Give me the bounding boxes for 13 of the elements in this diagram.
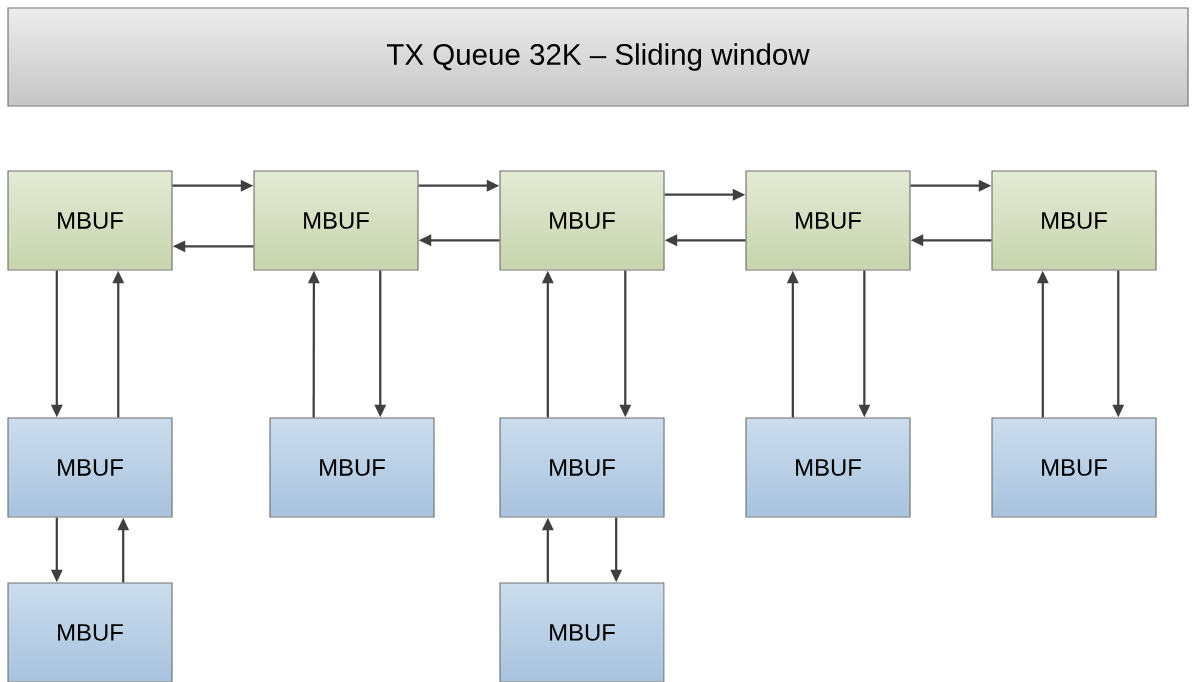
buffer-box: MBUF xyxy=(745,417,911,518)
buffer-box: MBUF xyxy=(269,417,435,518)
buffer-box: MBUF xyxy=(499,417,665,518)
buffer-box: MBUF xyxy=(7,417,173,518)
buffer-box: MBUF xyxy=(745,170,911,271)
title-banner: TX Queue 32K – Sliding window xyxy=(7,7,1189,107)
buffer-box: MBUF xyxy=(7,582,173,682)
buffer-box: MBUF xyxy=(7,170,173,271)
buffer-box: MBUF xyxy=(253,170,419,271)
buffer-box: MBUF xyxy=(991,417,1157,518)
buffer-box: MBUF xyxy=(499,170,665,271)
buffer-box: MBUF xyxy=(499,582,665,682)
buffer-box: MBUF xyxy=(991,170,1157,271)
